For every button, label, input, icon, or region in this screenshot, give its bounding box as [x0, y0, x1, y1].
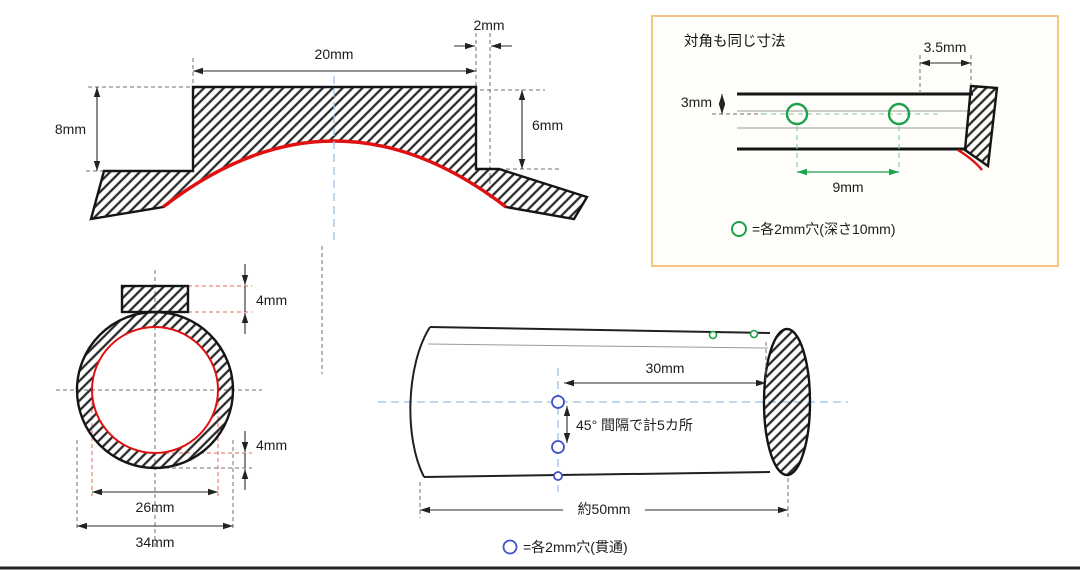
dim-8mm: 8mm: [55, 87, 101, 171]
dim-26mm-label: 26mm: [136, 499, 175, 515]
blue-hole-legend-icon: [502, 539, 518, 555]
outer-reference-lines: [76, 440, 252, 530]
panel-title: 対角も同じ寸法: [684, 33, 786, 50]
dim-3-5mm-label: 3.5mm: [924, 39, 967, 55]
dim-2mm-label: 2mm: [473, 17, 504, 33]
extension-lines: [86, 33, 560, 374]
dim-50mm: 約50mm: [419, 478, 789, 518]
note-45deg-label: 45° 間隔で計5カ所: [576, 417, 693, 433]
ring-tab-hatched: [120, 284, 190, 314]
dim-6mm-label: 6mm: [532, 117, 563, 133]
top-hole-small-right: [749, 329, 759, 339]
legend-through-holes-label: =各2mm穴(貫通): [523, 539, 628, 555]
hole-2mm-left: [785, 102, 809, 126]
legend-through-holes: =各2mm穴(貫通): [502, 539, 628, 555]
dim-4mm-tab: 4mm: [241, 264, 287, 334]
dim-30mm: 30mm: [564, 342, 767, 387]
through-hole-center: [551, 395, 565, 409]
plate-end-hatched: [963, 84, 999, 169]
ring-outer-circle: [75, 310, 235, 470]
dim-3mm-label: 3mm: [681, 94, 712, 110]
dim-4mm-tab-label: 4mm: [256, 292, 287, 308]
dim-3-5mm: 3.5mm: [919, 39, 972, 92]
hole-2mm-right: [887, 102, 911, 126]
dim-50mm-label-backing: [563, 500, 645, 517]
legend-corner-holes-label: =各2mm穴(深さ10mm): [752, 221, 896, 237]
cylinder-seam-line: [427, 343, 769, 349]
dim-26mm: 26mm: [92, 488, 218, 515]
plate-end-red-curve: [957, 148, 983, 171]
note-45deg: 45° 間隔で計5カ所: [563, 406, 693, 443]
ring-inner-circle-red: [91, 326, 219, 454]
cylinder-left-end: [409, 326, 431, 478]
dim-6mm: 6mm: [518, 90, 563, 169]
saddle-body-hatched: [89, 85, 589, 221]
view-saddle-cross-section: 20mm 2mm 8mm 6mm: [55, 17, 589, 374]
dim-20mm: 20mm: [193, 46, 476, 75]
dim-4mm-wall: 4mm: [241, 431, 287, 490]
panel-corner-detail: 対角も同じ寸法 3.5mm 3mm 9mm =各2mm穴(深さ10: [651, 15, 1059, 267]
dim-50mm-label: 約50mm: [578, 501, 631, 517]
dim-30mm-label: 30mm: [646, 360, 685, 376]
cylinder-bottom-edge: [423, 471, 771, 478]
dim-9mm: 9mm: [797, 168, 899, 195]
dim-34mm: 34mm: [77, 522, 233, 550]
legend-corner-holes: =各2mm穴(深さ10mm): [731, 221, 896, 237]
cylinder-end-hatched: [762, 327, 812, 477]
dim-20mm-label: 20mm: [315, 46, 354, 62]
green-hole-legend-icon: [731, 221, 747, 237]
cylinder-top-edge: [429, 326, 771, 334]
dim-2mm: 2mm: [454, 17, 512, 50]
dim-34mm-label: 34mm: [136, 534, 175, 550]
dim-4mm-wall-label: 4mm: [256, 437, 287, 453]
dim-8mm-label: 8mm: [55, 121, 86, 137]
through-hole-bottom: [553, 471, 563, 481]
view-cylinder: 30mm 45° 間隔で計5カ所 約50mm =各2mm穴(貫通): [378, 326, 848, 555]
dim-3mm: 3mm: [681, 94, 762, 115]
dim-9mm-label: 9mm: [832, 179, 863, 195]
top-hole-small-left: [708, 330, 718, 340]
view-ring-cross-section: 4mm 4mm 26mm 34mm: [56, 264, 287, 550]
through-hole-lower: [551, 440, 565, 454]
